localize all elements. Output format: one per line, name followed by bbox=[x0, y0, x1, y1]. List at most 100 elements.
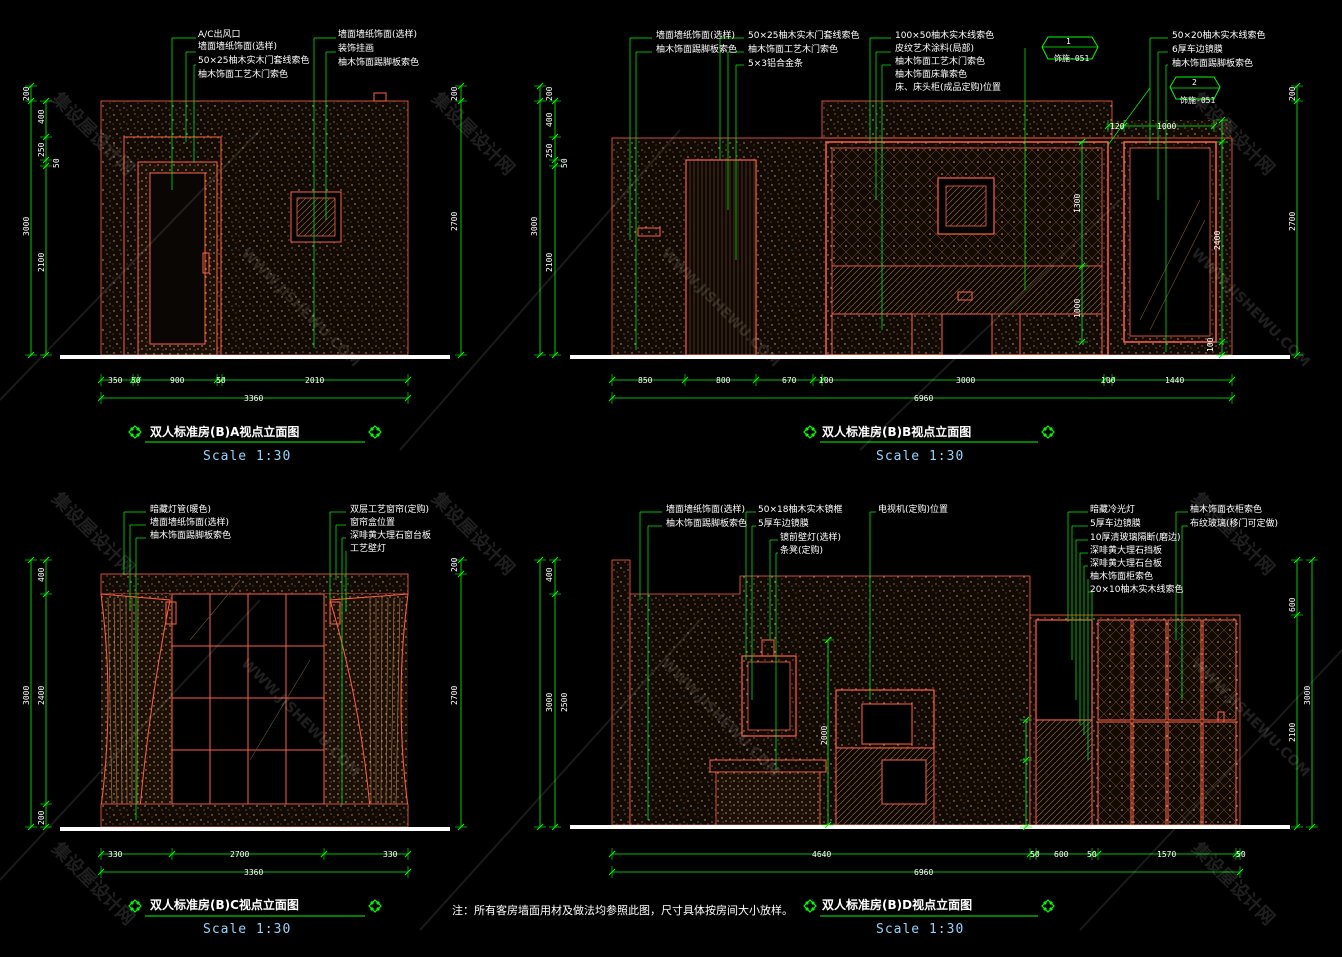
scale-elevation-b: Scale 1:30 bbox=[876, 449, 965, 464]
dim-a-left-outer-tick bbox=[27, 97, 35, 105]
dim-c-bottom-1: 2700 bbox=[230, 850, 250, 859]
dim-d-left-inner-tick bbox=[551, 590, 559, 598]
label-d-right-5: 柚木饰面柜索色 bbox=[1090, 572, 1154, 582]
dim-d-bottom-5: 50 bbox=[1236, 850, 1246, 859]
dim-b-inner-2: 1000 bbox=[1073, 298, 1082, 318]
dim-a-left-inner-3: 2100 bbox=[37, 252, 46, 272]
dim-d-total: 6960 bbox=[914, 868, 934, 877]
dim-b-left-outer-tick bbox=[536, 82, 544, 90]
dim-a-left-inner-tick bbox=[42, 162, 50, 170]
dim-b-bottom-4: 3000 bbox=[956, 376, 976, 385]
dim-b-left-outer-tick bbox=[536, 97, 544, 105]
switch-b bbox=[637, 227, 661, 237]
dim-b-bottom-tick bbox=[1100, 376, 1108, 384]
label-d-mid-0: 50×18柚木实木镜框 bbox=[758, 505, 843, 515]
dim-b-bottom-6: 1440 bbox=[1165, 376, 1185, 385]
dim-d-bottom-tick bbox=[1232, 850, 1240, 858]
wardrobe-door-lower-d bbox=[1132, 721, 1167, 826]
label-b-mid2-3: 柚木饰面床靠索色 bbox=[895, 70, 968, 80]
dim-d-bottom-3: 50 bbox=[1087, 850, 1097, 859]
dim-b-inner-right-tick bbox=[1218, 116, 1226, 124]
dim-c-left-inner-tick bbox=[42, 590, 50, 598]
title-marker-dot bbox=[130, 427, 134, 431]
picture-b bbox=[945, 185, 987, 227]
dim-d-right-outer-tick bbox=[1308, 556, 1316, 564]
label-d-mid-1: 5厚车边镜膜 bbox=[758, 519, 809, 529]
dim-a-right-tick bbox=[457, 97, 465, 105]
dim-b-bottom-1: 800 bbox=[716, 376, 731, 385]
title-elevation-b: 双人标准房(B)B视点立面图 bbox=[822, 425, 972, 439]
label-a-right-1: 装饰挂画 bbox=[338, 44, 375, 54]
dim-b-top-tick bbox=[1210, 122, 1218, 130]
dim-c-right-0: 200 bbox=[450, 557, 459, 572]
label-c-left-0: 暗藏灯管(暖色) bbox=[150, 505, 212, 515]
dim-c-left-outer-tick bbox=[27, 823, 35, 831]
label-b-left-0: 墙面墙纸饰面(选样) bbox=[656, 31, 736, 41]
elevation-a-drawing bbox=[25, 37, 467, 443]
dim-b-inner-mid-tick bbox=[1078, 262, 1086, 270]
dim-b-right-tick bbox=[1293, 351, 1301, 359]
dim-a-left-inner-tick bbox=[42, 133, 50, 141]
dim-b-total-tick bbox=[1228, 394, 1236, 402]
dim-b-left-inner-tick bbox=[551, 133, 559, 141]
dim-b-right-tick bbox=[1293, 82, 1301, 90]
label-a-left-3: 柚木饰面工艺木门索色 bbox=[198, 70, 289, 80]
label-c-right-3: 工艺壁灯 bbox=[350, 544, 387, 554]
dim-b-top-tick bbox=[1120, 122, 1128, 130]
wall-d bbox=[629, 575, 1031, 826]
dim-b-bottom-tick bbox=[608, 376, 616, 384]
label-d-right-0: 暗藏冷光灯 bbox=[1090, 505, 1136, 515]
dim-b-inner-right-tick bbox=[1218, 138, 1226, 146]
title-marker-dot bbox=[811, 907, 815, 911]
detail-tag-1-number: 1 bbox=[1066, 37, 1071, 46]
dim-b-right-1: 2700 bbox=[1288, 211, 1297, 231]
title-marker-dot bbox=[1049, 901, 1053, 905]
label-b-right-2: 柚木饰面踢脚板索色 bbox=[1172, 59, 1254, 69]
title-marker-icon bbox=[368, 425, 382, 439]
dim-b-total-tick bbox=[608, 394, 616, 402]
dim-b-bottom-0: 850 bbox=[638, 376, 653, 385]
mirror-reflection-b bbox=[1149, 219, 1206, 331]
wardrobe-handle-d bbox=[1217, 711, 1225, 723]
dim-b-bottom-tick bbox=[809, 376, 817, 384]
dim-c-right-1: 2700 bbox=[450, 685, 459, 705]
title-elevation-c: 双人标准房(B)C视点立面图 bbox=[150, 898, 299, 912]
dim-a-bottom-tick bbox=[404, 376, 412, 384]
title-marker-dot bbox=[376, 907, 380, 911]
dim-c-left-outer-0: 3000 bbox=[22, 685, 31, 705]
dim-b-left-outer-0: 200 bbox=[545, 86, 554, 101]
dim-d-total-tick bbox=[608, 868, 616, 876]
curtain-fold-c bbox=[390, 597, 395, 807]
dim-d-right-0: 600 bbox=[1288, 597, 1297, 612]
dim-b-bottom-3: 100 bbox=[819, 376, 834, 385]
dim-d-inner-right-tick bbox=[1022, 716, 1030, 724]
detail-tag-2-ref: 饰施-051 bbox=[1180, 96, 1216, 105]
dim-c-left-inner-tick bbox=[42, 556, 50, 564]
curtain-fold-c bbox=[113, 597, 118, 807]
dim-b-bottom-tick bbox=[681, 376, 689, 384]
wardrobe-door-upper-d bbox=[1097, 619, 1132, 721]
dim-a-bottom-tick bbox=[213, 376, 221, 384]
title-marker-dot bbox=[130, 907, 134, 911]
title-marker-dot bbox=[1049, 427, 1053, 431]
dim-b-left-inner-tick bbox=[551, 162, 559, 170]
dim-b-right-0: 200 bbox=[1288, 86, 1297, 101]
title-marker-dot bbox=[370, 907, 374, 911]
elevation-d-drawing bbox=[534, 511, 1318, 917]
dim-b-left-inner-1: 250 bbox=[545, 143, 554, 158]
dim-b-left-inner-tick bbox=[551, 97, 559, 105]
dim-a-left-outer-tick bbox=[27, 351, 35, 359]
dim-a-bottom-2: 900 bbox=[170, 376, 185, 385]
dim-a-right-tick bbox=[457, 351, 465, 359]
dim-d-bottom-tick bbox=[1094, 850, 1102, 858]
label-d-right-4: 深啡黄大理石台板 bbox=[1090, 559, 1163, 569]
dim-d-right-2: 2100 bbox=[1288, 722, 1297, 742]
scale-elevation-d: Scale 1:30 bbox=[876, 922, 965, 937]
stool-d bbox=[715, 771, 821, 826]
dim-d-bottom-4: 1570 bbox=[1157, 850, 1177, 859]
pelmet-c bbox=[100, 573, 409, 595]
door-handle-a bbox=[202, 252, 210, 274]
label-b-mid2-0: 100×50柚木实木线索色 bbox=[895, 31, 995, 41]
curtain-fold-c bbox=[385, 597, 389, 807]
dim-d-right-tick bbox=[1293, 556, 1301, 564]
